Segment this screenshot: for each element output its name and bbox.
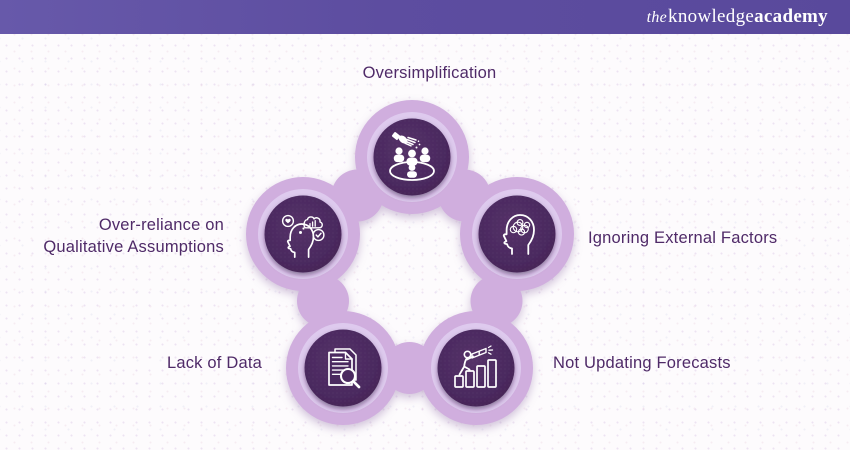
- person-telescope-chart-icon: [454, 345, 497, 388]
- logo-the: the: [646, 9, 668, 26]
- label-oversimplification: Oversimplification: [362, 64, 497, 82]
- label-over-reliance-qualitative-assumptions: Over-reliance on Qualitative Assumptions: [10, 214, 224, 258]
- logo-knowledge: knowledge: [668, 6, 755, 27]
- head-qualitative-thoughts-icon: [281, 214, 325, 259]
- tangled-thoughts-head-icon: [502, 214, 535, 255]
- bridge: [470, 275, 523, 327]
- label-ignoring-external-factors: Ignoring External Factors: [588, 229, 778, 247]
- bridge: [383, 342, 436, 394]
- thought-cloud-chart: [303, 216, 323, 229]
- label-lack-of-data: Lack of Data: [166, 354, 262, 372]
- document-magnifier-icon: [328, 348, 361, 389]
- hand-over-team-icon: [389, 132, 435, 181]
- label-line-1: Over-reliance on: [98, 216, 224, 234]
- header-bar: theknowledgeacademy: [0, 0, 850, 34]
- logo-academy: academy: [754, 6, 828, 27]
- bridge: [297, 275, 349, 327]
- check-badge: [312, 228, 325, 242]
- hand: [391, 132, 421, 149]
- label-not-updating-forecasts: Not Updating Forecasts: [553, 354, 731, 372]
- bridge: [331, 169, 384, 222]
- heart-badge: [281, 214, 295, 228]
- bridge: [438, 169, 491, 222]
- knowledge-academy-logo: theknowledgeacademy: [647, 6, 828, 28]
- label-line-2: Qualitative Assumptions: [43, 238, 224, 256]
